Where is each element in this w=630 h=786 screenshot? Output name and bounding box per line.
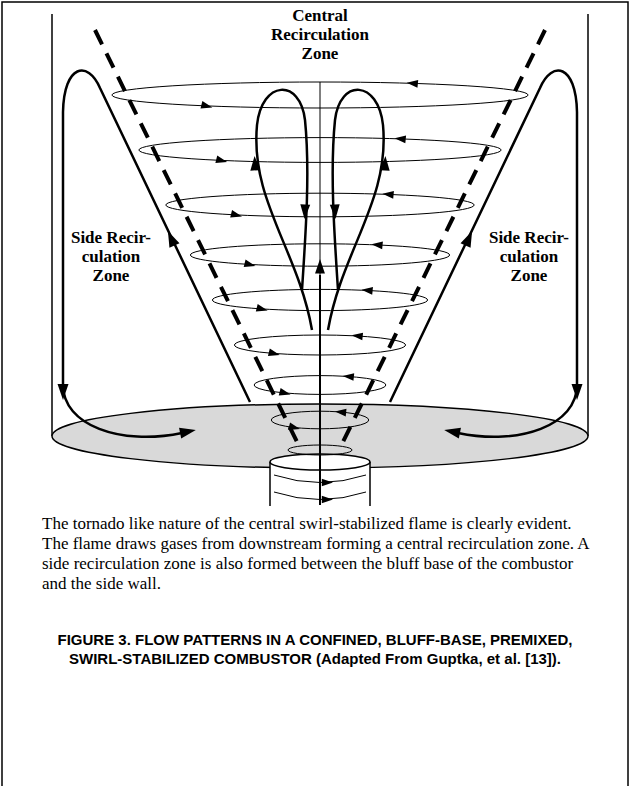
axial-flow xyxy=(319,275,321,505)
arrowhead xyxy=(288,423,300,430)
zone-label: Side Recir- culation Zone xyxy=(70,228,152,285)
figure-note: The tornado like nature of the central s… xyxy=(42,514,592,594)
arrowhead xyxy=(315,259,325,273)
arrowhead xyxy=(168,231,180,248)
recirculation-loop xyxy=(328,90,384,330)
inlet-tube-wall xyxy=(269,462,271,506)
recirculation-loop xyxy=(256,90,312,330)
combustor-wall xyxy=(51,14,53,436)
recirculation-loop xyxy=(390,71,577,437)
arrowhead xyxy=(300,204,310,219)
zone-label: Side Recir- culation Zone xyxy=(488,228,570,285)
arrowhead xyxy=(371,242,383,250)
arrowhead xyxy=(215,156,227,163)
arrowhead xyxy=(335,409,347,417)
arrowhead xyxy=(244,260,256,267)
arrowhead xyxy=(322,496,333,504)
arrowhead xyxy=(343,373,355,381)
arrowhead xyxy=(380,156,390,171)
arrowhead xyxy=(330,204,340,219)
arrowhead xyxy=(407,80,419,88)
arrowhead xyxy=(58,384,69,400)
figure-caption: FIGURE 3. FLOW PATTERNS IN A CONFINED, B… xyxy=(50,630,580,668)
arrowhead xyxy=(444,428,461,439)
zone-label: Central Recirculation Zone xyxy=(255,6,385,63)
arrowhead xyxy=(250,156,260,171)
arrowhead xyxy=(230,210,242,217)
arrowhead xyxy=(322,479,333,487)
inlet-tube-wall xyxy=(369,462,371,506)
combustor-wall xyxy=(587,14,589,436)
arrowhead xyxy=(361,287,373,295)
arrowhead xyxy=(461,231,473,248)
arrowhead xyxy=(256,304,268,311)
arrowhead xyxy=(179,428,196,439)
arrowhead xyxy=(395,136,407,144)
recirculation-loop xyxy=(63,71,250,437)
arrowhead xyxy=(572,384,583,400)
arrowhead xyxy=(352,333,364,341)
arrowhead xyxy=(201,101,213,108)
arrowhead xyxy=(382,191,394,199)
arrowhead xyxy=(279,388,291,395)
arrowhead xyxy=(268,349,280,356)
